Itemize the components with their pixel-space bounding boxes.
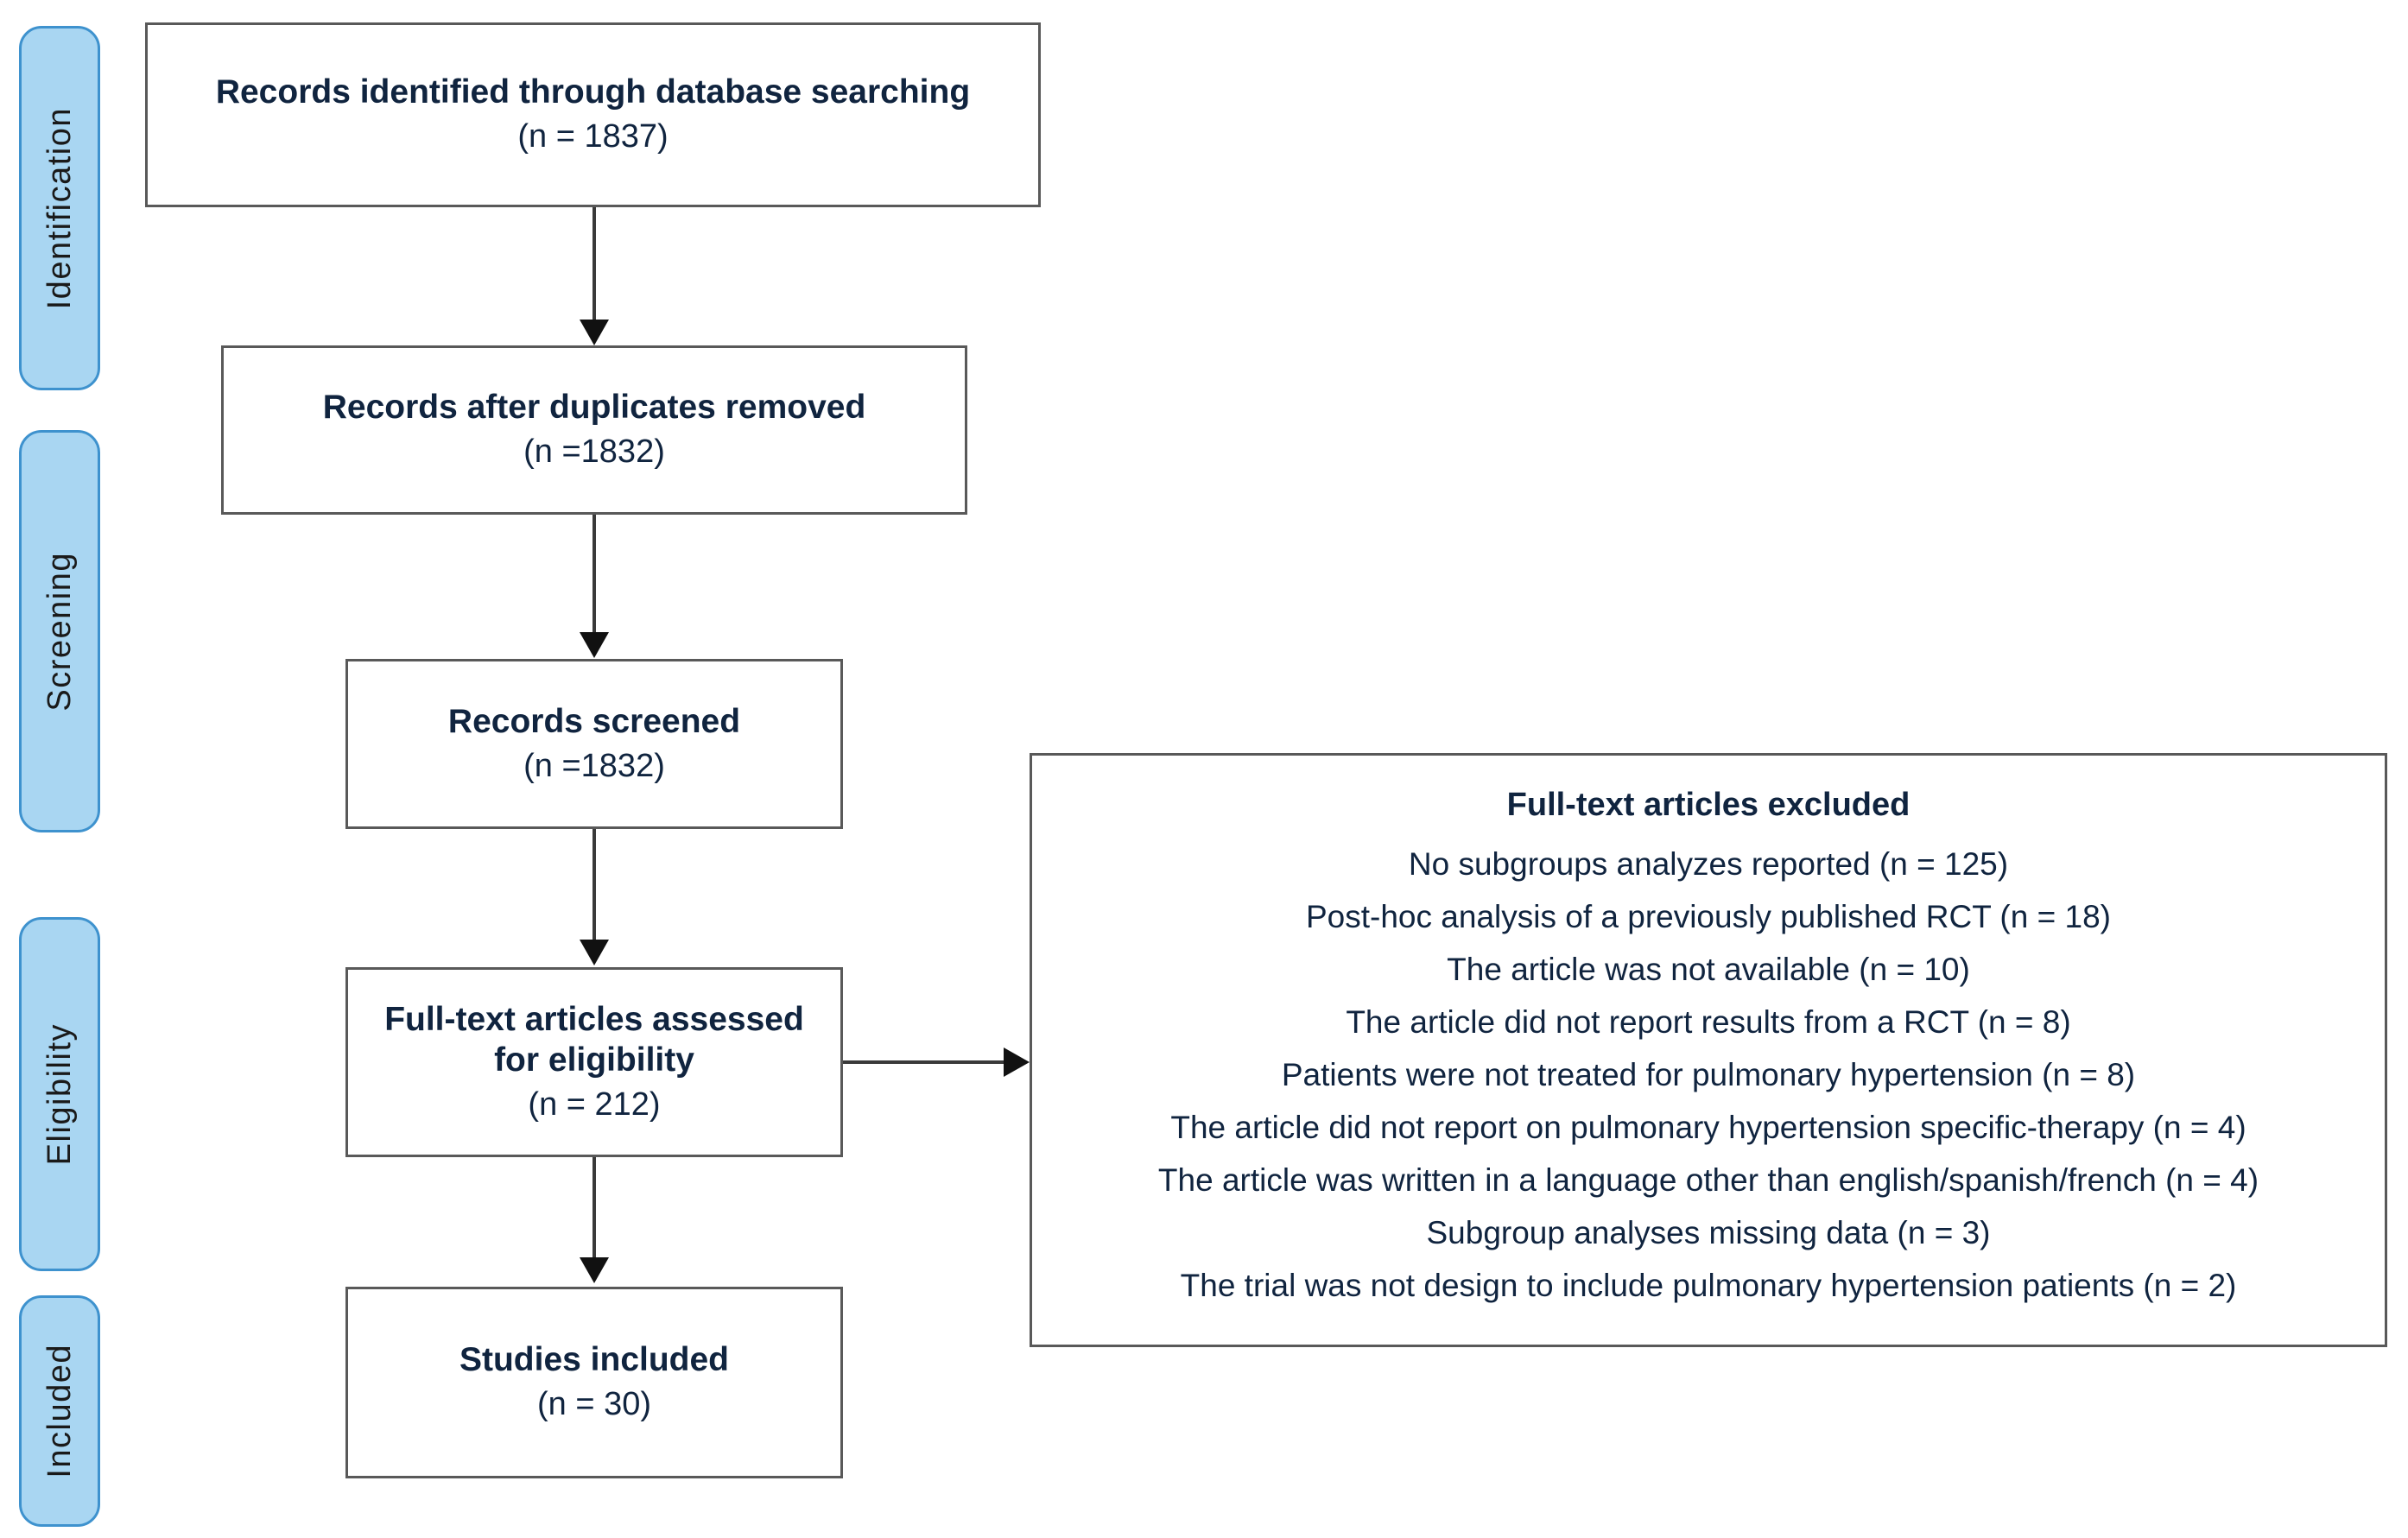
- stage-tab-eligibility: Eligibility: [19, 917, 100, 1271]
- exclusion-item: The trial was not design to include pulm…: [1180, 1268, 2237, 1303]
- box-fulltext-excluded: Full-text articles excluded No subgroups…: [1030, 753, 2387, 1347]
- box-title: Full-text articles assessed for eligibil…: [384, 1000, 804, 1079]
- exclusion-item: The article did not report on pulmonary …: [1170, 1110, 2246, 1145]
- box-records-after-duplicates: Records after duplicates removed (n =183…: [221, 345, 967, 515]
- arrow-down-icon-2: [580, 632, 609, 658]
- box-count: (n = 212): [528, 1085, 661, 1123]
- stage-tab-included: Included: [19, 1295, 100, 1527]
- box-count: (n =1832): [523, 747, 665, 784]
- exclusion-item: Subgroup analyses missing data (n = 3): [1426, 1215, 1991, 1250]
- stage-tab-label: Screening: [41, 551, 78, 712]
- box-records-screened: Records screened (n =1832): [345, 659, 843, 829]
- exclusion-item: Post-hoc analysis of a previously publis…: [1306, 899, 2111, 934]
- exclusion-item: The article did not report results from …: [1346, 1004, 2071, 1040]
- stage-tab-screening: Screening: [19, 430, 100, 832]
- stage-tab-label: Included: [41, 1344, 78, 1478]
- connector-line-4: [592, 1157, 596, 1259]
- box-studies-included: Studies included (n = 30): [345, 1287, 843, 1478]
- stage-tab-identification: Identification: [19, 26, 100, 390]
- arrow-right-icon: [1004, 1047, 1030, 1077]
- connector-line-2: [592, 515, 596, 634]
- arrow-down-icon-4: [580, 1257, 609, 1283]
- box-title: Records identified through database sear…: [215, 73, 971, 111]
- box-fulltext-assessed: Full-text articles assessed for eligibil…: [345, 967, 843, 1157]
- arrow-down-icon-3: [580, 940, 609, 965]
- stage-tab-label: Identification: [41, 106, 78, 310]
- arrow-down-icon-1: [580, 320, 609, 345]
- exclusion-item: The article was written in a language ot…: [1157, 1162, 2259, 1198]
- connector-line-exclusion: [843, 1060, 1007, 1064]
- box-count: (n = 1837): [517, 118, 669, 155]
- box-count: (n =1832): [523, 434, 665, 471]
- box-records-identified: Records identified through database sear…: [145, 22, 1041, 207]
- stage-tab-label: Eligibility: [41, 1022, 78, 1166]
- exclusion-item: No subgroups analyzes reported (n = 125): [1408, 846, 2009, 882]
- box-title: Records screened: [447, 702, 741, 740]
- connector-line-1: [592, 207, 596, 323]
- box-title: Records after duplicates removed: [322, 389, 866, 427]
- box-title: Studies included: [459, 1341, 730, 1379]
- exclusion-item: Patients were not treated for pulmonary …: [1281, 1057, 2136, 1092]
- box-count: (n = 30): [536, 1386, 652, 1423]
- connector-line-3: [592, 829, 596, 940]
- exclusion-heading: Full-text articles excluded: [1506, 787, 1911, 823]
- exclusion-item: The article was not available (n = 10): [1447, 952, 1970, 987]
